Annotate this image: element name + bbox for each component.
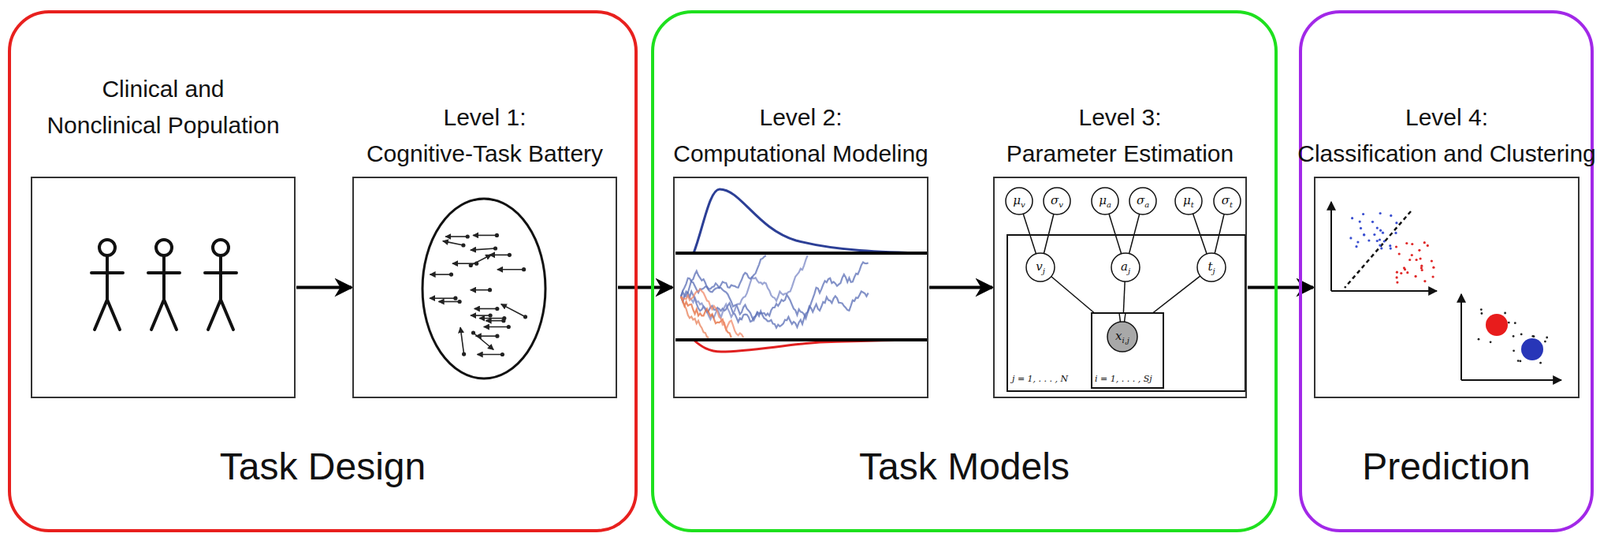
stage-group: Task Design Clinical and Nonclinical Popu… (7, 10, 638, 533)
stimulus-aperture (422, 198, 546, 379)
level-number: Level 2: (651, 99, 951, 136)
classification-plot (1331, 201, 1437, 291)
level-number: Level 4: (1291, 99, 1600, 136)
model-variable: σt (1221, 193, 1233, 209)
stage-group: Task Models Level 2:Computational Modelin… (651, 10, 1278, 533)
flow-arrow (1247, 286, 1314, 290)
level-heading: Level 3:Parameter Estimation (971, 99, 1269, 172)
level-heading: Level 4:Classification and Clustering (1291, 99, 1600, 172)
model-variable: μv (1012, 193, 1025, 209)
model-variable: tj (1207, 259, 1215, 276)
stick-figures (91, 239, 237, 330)
level-heading: Level 1:Cognitive-Task Battery (330, 99, 640, 172)
stage-label: Task Models (654, 442, 1275, 491)
stage-group: Prediction Level 4:Classification and Clu… (1298, 10, 1594, 533)
plate-index: i = 1, . . . , Sj (1094, 373, 1153, 384)
level-number: Level 1: (330, 99, 640, 136)
model-variable: μa (1098, 193, 1112, 209)
level-heading: Level 2:Computational Modeling (651, 99, 951, 172)
clustering-plot (1461, 293, 1562, 380)
level-title: Computational Modeling (651, 135, 951, 172)
stage-box: Level 2:Computational Modeling (673, 176, 929, 399)
flow-arrow (617, 286, 673, 290)
stage-label: Prediction (1302, 442, 1591, 491)
model-variable: aj (1120, 259, 1131, 276)
graphical-model (1005, 187, 1246, 391)
plate-index: j = 1, . . . , N (1012, 373, 1068, 384)
model-variable: vj (1035, 259, 1046, 276)
stage-box: Clinical and Nonclinical Population (30, 176, 296, 399)
level-title: Clinical and Nonclinical Population (8, 70, 318, 144)
stage-box: Level 1:Cognitive-Task Battery (352, 176, 618, 399)
model-variable: μt (1183, 193, 1195, 209)
level-heading: Clinical and Nonclinical Population (8, 70, 318, 144)
level-number: Level 3: (971, 99, 1269, 136)
model-variable: xi,j (1115, 328, 1130, 345)
stage-box: Level 3:Parameter Estimation (993, 176, 1247, 399)
stage-box: Level 4:Classification and Clustering (1313, 176, 1580, 399)
model-variable: σv (1050, 193, 1064, 209)
drift-diffusion-plot (675, 189, 929, 352)
flow-arrow (929, 286, 993, 290)
level-title: Cognitive-Task Battery (330, 135, 640, 172)
level-title: Parameter Estimation (971, 135, 1269, 172)
level-title: Classification and Clustering (1291, 135, 1600, 172)
stage-label: Task Design (11, 442, 635, 491)
flow-arrow (296, 286, 352, 290)
moving-dots (429, 233, 528, 357)
model-variable: σa (1136, 193, 1150, 209)
